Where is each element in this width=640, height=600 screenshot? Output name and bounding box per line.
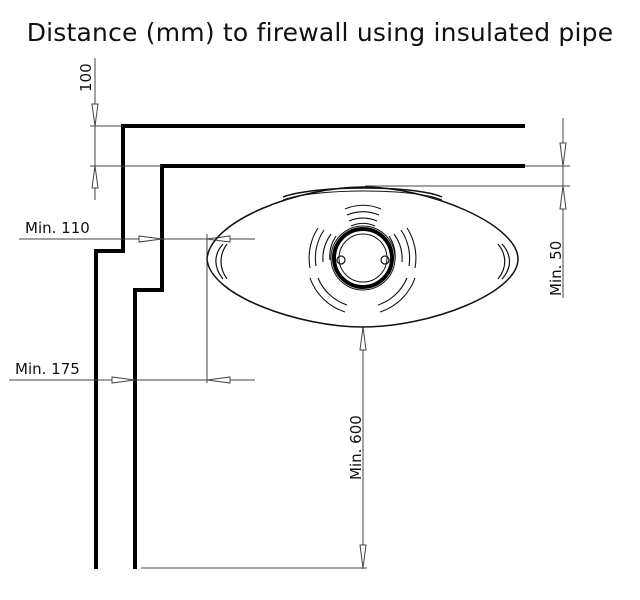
dimension-min-110-label: Min. 110 [25, 219, 90, 237]
dimension-min-175-label: Min. 175 [15, 360, 80, 378]
dimension-min-50-label: Min. 50 [547, 241, 565, 296]
dimension-min-600 [141, 326, 367, 569]
dimension-min-175 [9, 376, 255, 384]
dimension-100-label: 100 [77, 63, 95, 92]
firewall-outer [94, 124, 525, 569]
diagram-title: Distance (mm) to firewall using insulate… [26, 18, 614, 47]
firewall-inner [133, 164, 525, 569]
dimension-min-50 [365, 118, 570, 298]
stove-top-view [206, 186, 519, 328]
dimension-min-600-label: Min. 600 [347, 415, 365, 480]
dimension-100 [90, 58, 162, 200]
stove-body-outline [206, 186, 519, 328]
